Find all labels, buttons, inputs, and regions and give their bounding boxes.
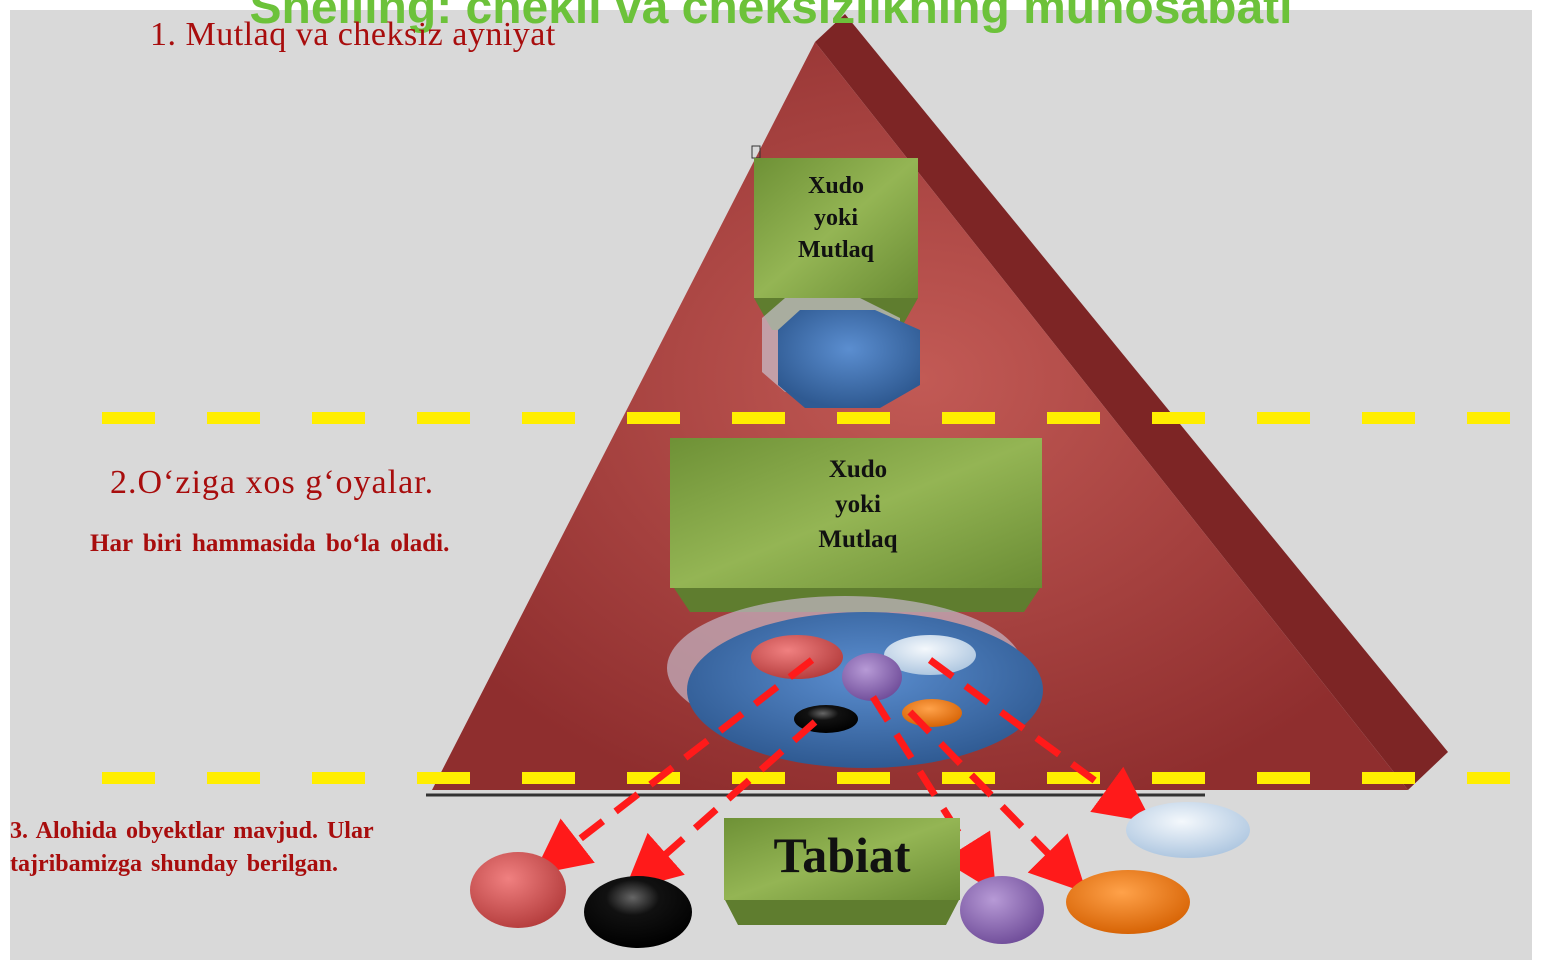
top-box-text: Xudo yoki Mutlaq bbox=[756, 170, 916, 266]
bottom-objects bbox=[470, 802, 1250, 948]
top-box-line: Mutlaq bbox=[797, 237, 874, 263]
lightblue-ellipse-icon bbox=[1126, 802, 1250, 858]
purple-ellipse-icon bbox=[960, 876, 1044, 944]
tabiat-box bbox=[724, 818, 960, 925]
lightblue-ellipse-icon bbox=[884, 635, 976, 675]
middle-box-line: Mutlaq bbox=[818, 526, 898, 553]
level2-description: Har biri hammasida bo‘la oladi. bbox=[90, 530, 450, 557]
top-box-line: yoki bbox=[813, 205, 858, 231]
black-ellipse-icon bbox=[584, 876, 692, 948]
top-octagon bbox=[762, 298, 920, 408]
top-box-line: Xudo bbox=[807, 173, 865, 199]
pyramid bbox=[426, 14, 1448, 797]
level1-label: 1. Mutlaq va cheksiz ayniyat bbox=[150, 16, 556, 53]
arrows bbox=[533, 657, 1152, 894]
middle-box-line: Xudo bbox=[828, 456, 888, 483]
middle-box-line: yoki bbox=[835, 491, 881, 518]
arrow-red bbox=[533, 657, 815, 875]
tabiat-label: Tabiat bbox=[773, 827, 911, 883]
level2-label: 2.O‘ziga xos g‘oyalar. bbox=[110, 464, 435, 501]
arrow-purple bbox=[870, 695, 997, 893]
page-title: Shelling: chekli va cheksizlikning munos… bbox=[249, 0, 1293, 34]
level3-label: 3. Alohida obyektlar mavjud. Ular tajrib… bbox=[10, 818, 374, 877]
pyramid-front-face bbox=[432, 42, 1408, 790]
red-ellipse-icon bbox=[751, 635, 843, 679]
arrow-black bbox=[624, 719, 818, 891]
arrow-orange bbox=[907, 709, 1087, 894]
purple-ellipse-icon bbox=[842, 653, 902, 701]
middle-box-text: Xudo yoki Mutlaq bbox=[672, 452, 1044, 557]
orange-ellipse-icon bbox=[1066, 870, 1190, 934]
pyramid-side-face bbox=[815, 14, 1448, 790]
red-ellipse-icon bbox=[470, 852, 566, 928]
